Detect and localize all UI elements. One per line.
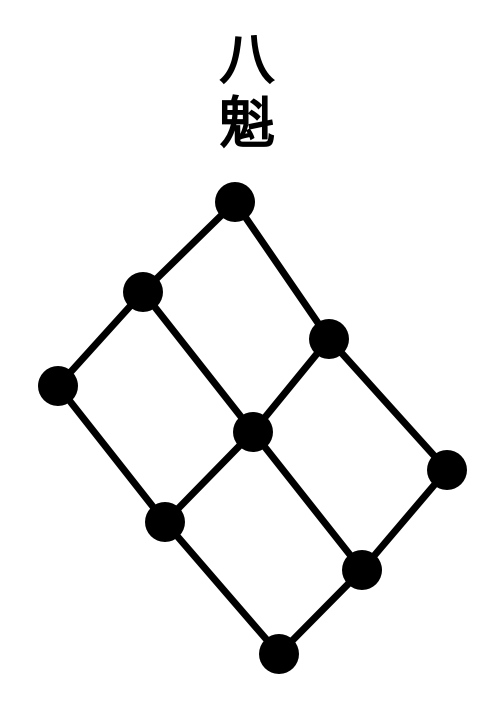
node-n8 <box>342 550 382 590</box>
edge-n2-n4 <box>54 288 147 390</box>
edge-n5-n8 <box>249 428 366 574</box>
node-n1 <box>215 182 255 222</box>
node-n4 <box>38 366 78 406</box>
node-n6 <box>427 450 467 490</box>
node-n3 <box>309 319 349 359</box>
node-n2 <box>123 272 163 312</box>
edge-n1-n2 <box>139 198 239 296</box>
node-n9 <box>259 634 299 674</box>
edge-n4-n7 <box>54 382 169 526</box>
title-character-2: 魁 <box>219 91 275 157</box>
edge-n5-n7 <box>161 428 257 526</box>
edges-group <box>54 198 451 658</box>
node-n7 <box>145 502 185 542</box>
edge-n3-n6 <box>325 335 451 474</box>
edge-n3-n5 <box>249 335 333 436</box>
title-character-1: 八 <box>219 27 275 93</box>
edge-n1-n3 <box>231 198 333 343</box>
edge-n7-n9 <box>161 518 283 658</box>
edge-n2-n5 <box>139 288 257 436</box>
node-n5 <box>233 412 273 452</box>
nodes-group <box>38 182 467 674</box>
edge-n6-n8 <box>358 466 451 574</box>
